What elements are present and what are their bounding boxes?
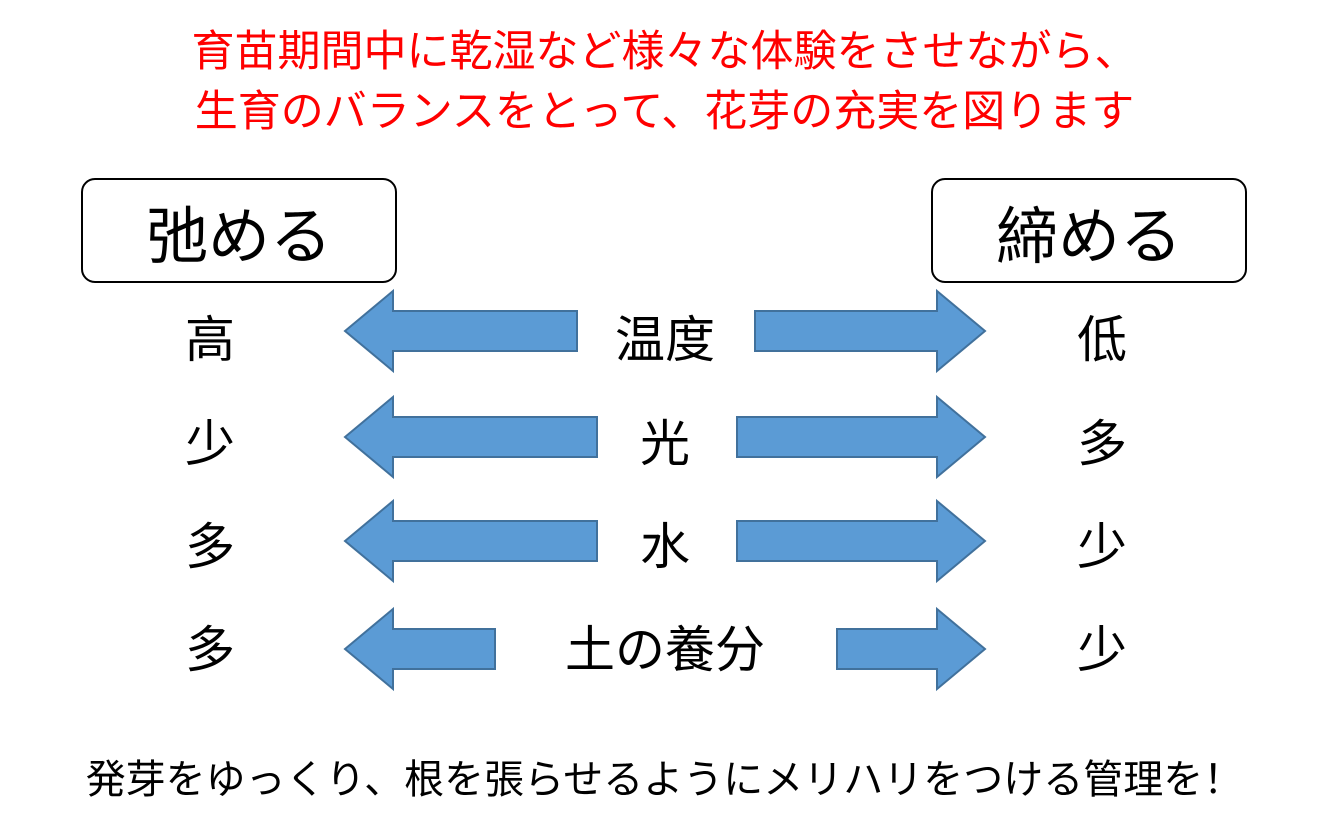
- right-arrow-soil-nutrients: [836, 606, 987, 692]
- row-soil-left-value: 多: [185, 621, 235, 679]
- row-light-factor: 光: [640, 415, 690, 473]
- row-water-left-value: 多: [185, 518, 235, 576]
- row-water-factor: 水: [640, 518, 690, 576]
- tighten-label: 締める: [995, 199, 1182, 273]
- right-arrow-water: [736, 498, 987, 584]
- left-arrow-soil-nutrients: [343, 606, 496, 692]
- right-arrow-light: [736, 394, 987, 480]
- row-temperature-factor: 温度: [615, 311, 715, 369]
- row-temperature-left-value: 高: [185, 311, 235, 369]
- row-soil-factor: 土の養分: [565, 621, 765, 679]
- row-light-right-value: 多: [1077, 415, 1127, 473]
- loosen-box: 弛める: [81, 178, 397, 283]
- row-water-right-value: 少: [1077, 518, 1127, 576]
- title-line-2: 生育のバランスをとって、花芽の充実を図ります: [194, 87, 1135, 137]
- right-arrow-temperature: [754, 288, 987, 374]
- row-light-left-value: 少: [185, 415, 235, 473]
- row-soil-right-value: 少: [1077, 621, 1127, 679]
- loosen-label: 弛める: [145, 199, 332, 273]
- row-temperature-right-value: 低: [1077, 311, 1127, 369]
- tighten-box: 締める: [931, 178, 1247, 283]
- left-arrow-temperature: [343, 288, 578, 374]
- title-line-1: 育苗期間中に乾湿など様々な体験をさせながら、: [191, 27, 1138, 77]
- left-arrow-water: [343, 498, 598, 584]
- footer-message: 発芽をゆっくり、根を張らせるようにメリハリをつける管理を！: [85, 757, 1244, 803]
- left-arrow-light: [343, 394, 598, 480]
